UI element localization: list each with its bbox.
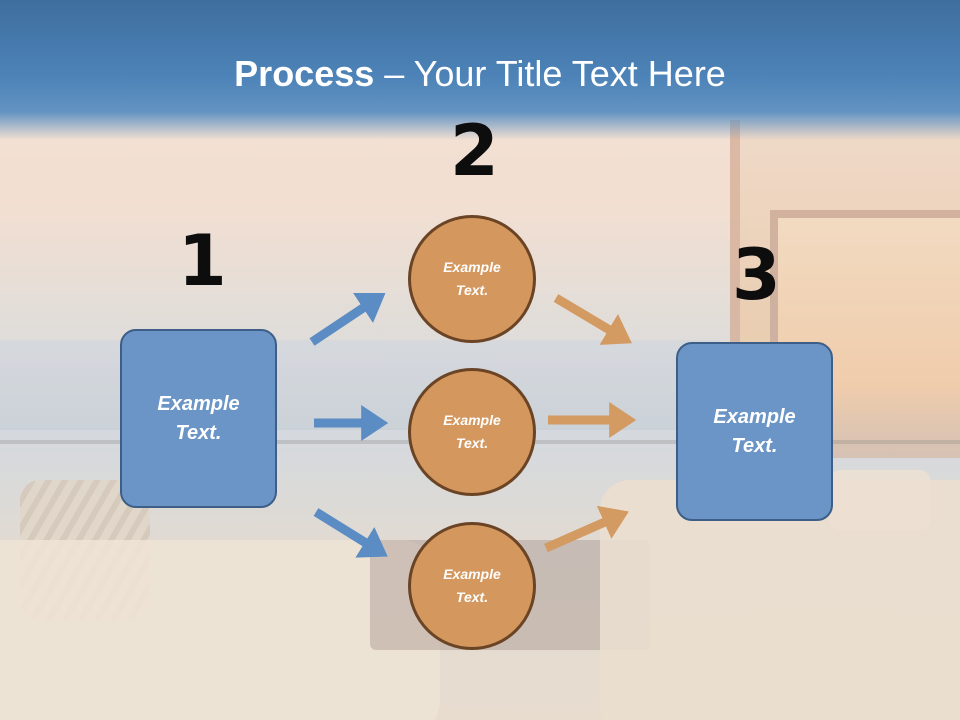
arrow-left-to-top xyxy=(309,293,386,346)
arrow-top-to-right xyxy=(553,294,632,345)
circle-top-line1: Example xyxy=(443,259,501,275)
circle-bottom-line2: Text. xyxy=(455,589,489,605)
title-bold: Process xyxy=(234,53,375,94)
circle-top-line2: Text. xyxy=(455,282,489,298)
step-number-1: 1 xyxy=(178,220,227,302)
step-number-2: 2 xyxy=(450,110,499,192)
circle-bottom-line1: Example xyxy=(443,566,501,582)
title-band xyxy=(0,0,960,140)
circle-middle: Example Text. xyxy=(408,368,536,496)
arrow-bottom-to-right xyxy=(544,505,629,553)
circle-middle-line2: Text. xyxy=(455,435,489,451)
right-box: Example Text. xyxy=(676,342,833,521)
slide-title: Process – Your Title Text Here xyxy=(0,52,960,96)
right-box-line1: Example xyxy=(713,405,796,428)
title-rest: – Your Title Text Here xyxy=(374,53,726,94)
left-box: Example Text. xyxy=(120,329,277,508)
circle-top: Example Text. xyxy=(408,215,536,343)
left-box-line1: Example xyxy=(157,392,240,415)
circle-middle-line1: Example xyxy=(443,412,501,428)
left-box-line2: Text. xyxy=(175,421,222,444)
arrow-left-to-bottom xyxy=(313,508,388,558)
circle-bottom: Example Text. xyxy=(408,522,536,650)
right-box-line2: Text. xyxy=(731,434,778,457)
step-number-3: 3 xyxy=(732,234,781,316)
